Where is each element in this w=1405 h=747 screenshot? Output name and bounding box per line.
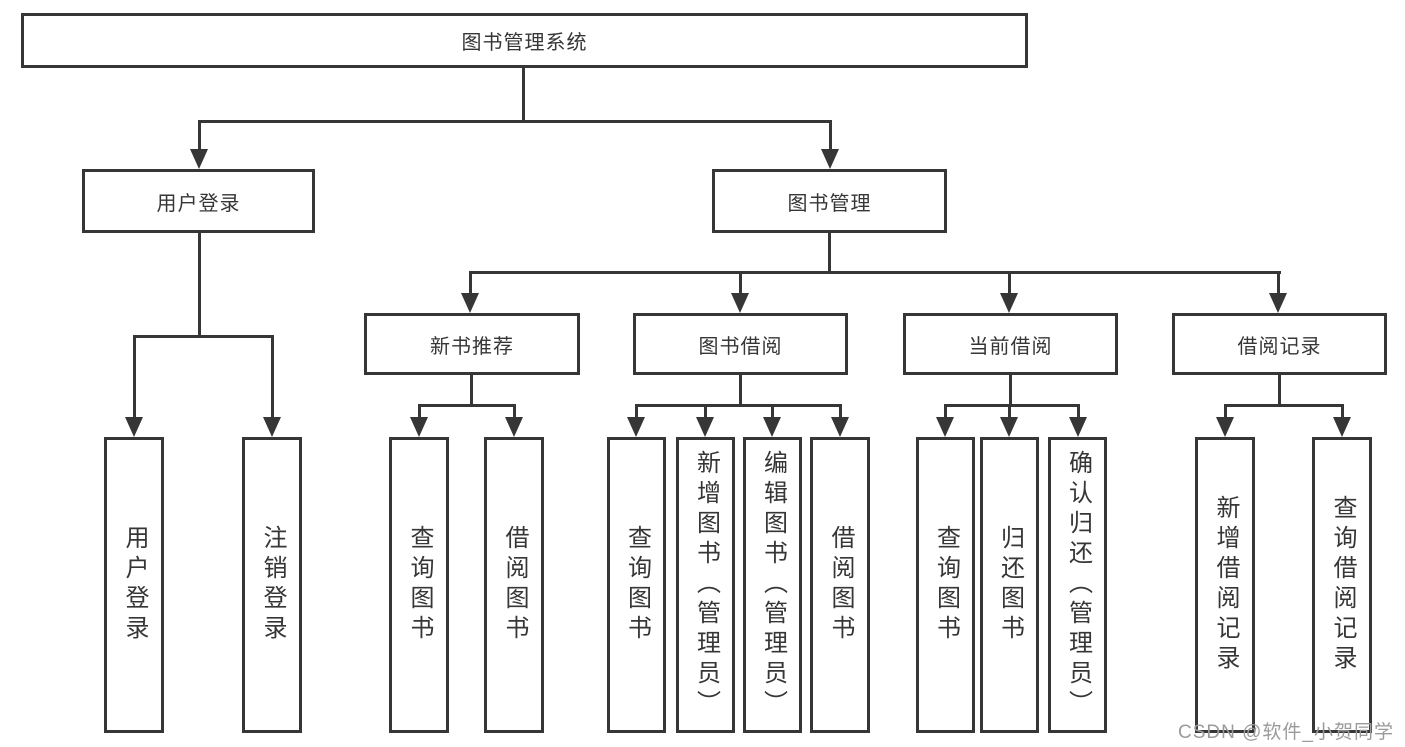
connector-line: [944, 404, 947, 420]
leaf-add-borrow-record: 新增借阅记录: [1195, 437, 1255, 733]
leaf-query-books-recommend: 查询图书: [389, 437, 449, 733]
leaf-borrow-books-borrowing: 借阅图书: [810, 437, 870, 733]
arrowhead-icon: [731, 293, 749, 313]
leaf-edit-book-admin: 编辑图书（管理员）: [743, 437, 802, 733]
connector-line: [1224, 404, 1344, 407]
arrowhead-icon: [1269, 293, 1287, 313]
arrowhead-icon: [696, 417, 714, 437]
leaf-borrow-books-recommend-label: 借阅图书: [501, 525, 528, 645]
node-borrowing-records-label: 借阅记录: [1237, 335, 1322, 358]
connector-line: [198, 120, 832, 123]
node-user-login-label: 用户登录: [156, 192, 241, 215]
node-root-label: 图书管理系统: [461, 32, 588, 54]
leaf-query-books-recommend-label: 查询图书: [406, 525, 433, 645]
leaf-add-book-admin-label: 新增图书（管理员）: [692, 450, 720, 720]
arrowhead-icon: [1216, 417, 1234, 437]
connector-line: [133, 335, 274, 338]
leaf-query-borrow-record: 查询借阅记录: [1312, 437, 1372, 733]
leaf-query-books-borrowing: 查询图书: [607, 437, 666, 733]
arrowhead-icon: [936, 417, 954, 437]
arrowhead-icon: [410, 417, 428, 437]
leaf-return-book-label: 归还图书: [996, 525, 1024, 645]
leaf-query-books-current-label: 查询图书: [932, 525, 960, 645]
arrowhead-icon: [505, 417, 523, 437]
node-root: 图书管理系统: [21, 13, 1028, 68]
arrowhead-icon: [831, 417, 849, 437]
leaf-logout-label: 注销登录: [259, 525, 286, 645]
connector-line: [1008, 404, 1011, 420]
connector-line: [739, 271, 742, 297]
connector-line: [771, 404, 774, 420]
connector-line: [1278, 375, 1281, 407]
connector-line: [1224, 404, 1227, 420]
connector-line: [271, 335, 274, 419]
connector-line: [469, 271, 1281, 274]
leaf-borrow-books-recommend: 借阅图书: [484, 437, 544, 733]
connector-line: [635, 404, 638, 420]
connector-line: [418, 404, 421, 420]
leaf-query-borrow-record-label: 查询借阅记录: [1329, 495, 1356, 675]
node-user-login: 用户登录: [82, 169, 315, 233]
node-book-borrowing-label: 图书借阅: [698, 335, 783, 358]
connector-line: [944, 404, 1080, 407]
connector-line: [418, 404, 516, 407]
node-new-book-recommend: 新书推荐: [364, 313, 580, 375]
leaf-return-book: 归还图书: [980, 437, 1039, 733]
node-book-management: 图书管理: [712, 169, 947, 233]
arrowhead-icon: [1000, 417, 1018, 437]
leaf-add-borrow-record-label: 新增借阅记录: [1212, 495, 1239, 675]
connector-line: [469, 271, 472, 297]
leaf-query-books-current: 查询图书: [916, 437, 975, 733]
connector-line: [133, 335, 136, 419]
connector-line: [198, 233, 201, 335]
connector-line: [635, 404, 842, 407]
connector-line: [1008, 271, 1011, 297]
leaf-user-login-label: 用户登录: [121, 525, 148, 645]
connector-line: [1341, 404, 1344, 420]
arrowhead-icon: [763, 417, 781, 437]
connector-line: [522, 68, 525, 123]
node-current-borrowing-label: 当前借阅: [968, 335, 1053, 358]
connector-line: [1009, 375, 1012, 407]
leaf-user-login: 用户登录: [104, 437, 164, 733]
connector-line: [739, 375, 742, 407]
arrowhead-icon: [125, 417, 143, 437]
connector-line: [1277, 271, 1280, 297]
connector-line: [829, 120, 832, 152]
leaf-add-book-admin: 新增图书（管理员）: [676, 437, 735, 733]
leaf-edit-book-admin-label: 编辑图书（管理员）: [759, 450, 787, 720]
leaf-query-books-borrowing-label: 查询图书: [623, 525, 651, 645]
watermark: CSDN @软件_小贺同学: [1178, 722, 1394, 743]
arrowhead-icon: [1333, 417, 1351, 437]
arrowhead-icon: [1000, 293, 1018, 313]
arrowhead-icon: [190, 149, 208, 169]
connector-line: [1077, 404, 1080, 420]
leaf-confirm-return-admin-label: 确认归还（管理员）: [1064, 450, 1092, 720]
leaf-borrow-books-borrowing-label: 借阅图书: [827, 525, 854, 645]
arrowhead-icon: [627, 417, 645, 437]
node-new-book-recommend-label: 新书推荐: [430, 335, 514, 358]
connector-line: [828, 233, 831, 274]
arrowhead-icon: [1069, 417, 1087, 437]
connector-line: [839, 404, 842, 420]
arrowhead-icon: [263, 417, 281, 437]
arrowhead-icon: [821, 149, 839, 169]
leaf-confirm-return-admin: 确认归还（管理员）: [1048, 437, 1107, 733]
arrowhead-icon: [461, 293, 479, 313]
node-current-borrowing: 当前借阅: [903, 313, 1118, 375]
connector-line: [470, 375, 473, 407]
connector-line: [704, 404, 707, 420]
node-book-borrowing: 图书借阅: [633, 313, 848, 375]
leaf-logout: 注销登录: [242, 437, 302, 733]
connector-line: [198, 120, 201, 152]
node-borrowing-records: 借阅记录: [1172, 313, 1387, 375]
connector-line: [513, 404, 516, 420]
node-book-management-label: 图书管理: [787, 192, 872, 215]
